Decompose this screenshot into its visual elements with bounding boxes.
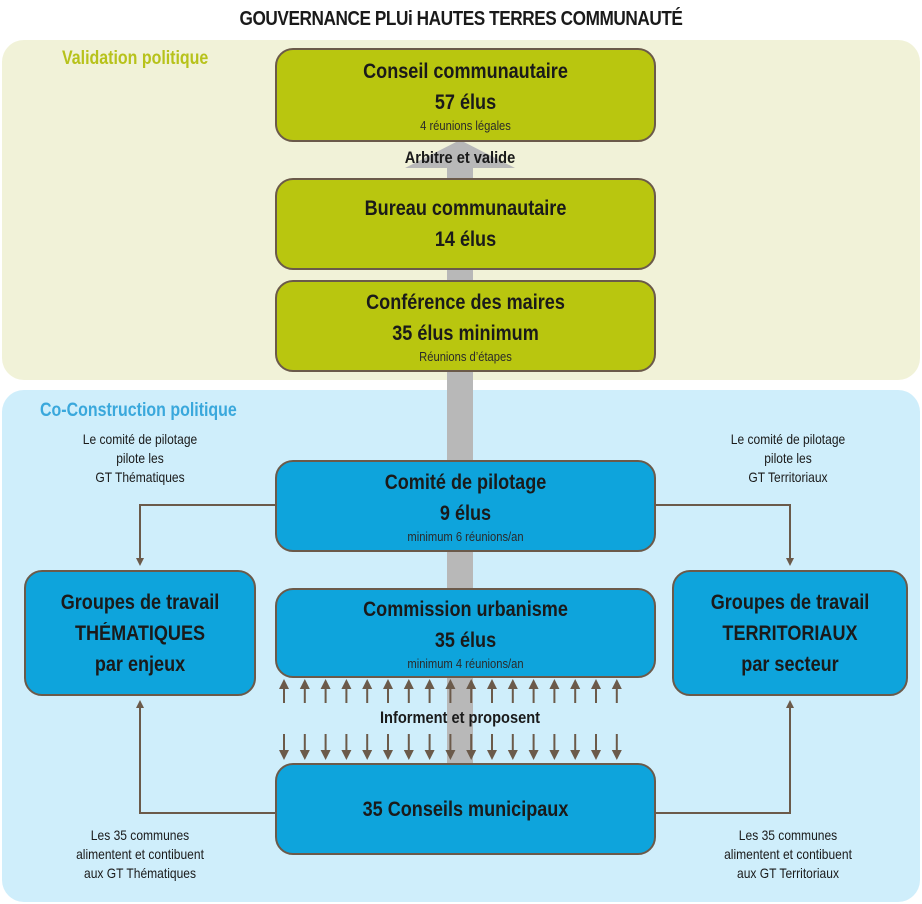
down-arrow-head [528, 750, 539, 760]
up-arrow-head [549, 679, 560, 689]
arrow-municipaux-to-gt-territoriaux [656, 700, 794, 814]
up-arrow-head [424, 679, 435, 689]
up-arrow-head [362, 679, 373, 689]
down-arrow-head [507, 750, 518, 760]
box-conseils-municipaux: 35 Conseils municipaux [275, 763, 656, 855]
note-line: Le comité de pilotage [730, 431, 846, 447]
down-arrow-head [299, 750, 310, 760]
label-informent: Informent et proposent [379, 708, 541, 727]
down-arrow-head [611, 750, 622, 760]
conference-count: 35 élus minimum [392, 322, 539, 345]
down-arrow-head [466, 750, 477, 760]
box-conseil-communautaire: Conseil communautaire 57 élus 4 réunions… [275, 48, 656, 142]
up-arrow-head [528, 679, 539, 689]
note-alimentent-territoriaux: Les 35 communes alimentent et contibuent… [711, 826, 866, 883]
gt-thematiques-line1: Groupes de travail [60, 590, 220, 614]
copil-count: 9 élus [439, 502, 492, 525]
box-commission-urbanisme: Commission urbanisme 35 élus minimum 4 r… [275, 588, 656, 678]
copil-title: Comité de pilotage [384, 471, 547, 494]
note-line: Le comité de pilotage [82, 431, 198, 447]
box-gt-territoriaux: Groupes de travail TERRITORIAUX par sect… [672, 570, 908, 696]
arrow-row-up [279, 679, 622, 703]
section-coconstruction-label: Co-Construction politique [40, 400, 237, 421]
page-title: GOUVERNANCE PLUi HAUTES TERRES COMMUNAUT… [239, 8, 683, 30]
note-line: pilote les [116, 450, 164, 466]
up-arrow-head [320, 679, 331, 689]
commission-title: Commission urbanisme [363, 598, 568, 621]
down-arrow-head [279, 750, 289, 760]
down-arrow-head [320, 750, 331, 760]
bureau-count: 14 élus [434, 228, 497, 251]
up-arrow-head [403, 679, 414, 689]
gt-territoriaux-line3: par secteur [741, 652, 839, 676]
down-arrow-head [424, 750, 435, 760]
up-arrow-head [341, 679, 352, 689]
up-arrow-head [570, 679, 581, 689]
note-line: GT Territoriaux [748, 469, 828, 485]
conference-meetings: Réunions d’étapes [419, 349, 512, 364]
municipaux-title: 35 Conseils municipaux [362, 797, 569, 821]
down-arrow-head [383, 750, 393, 760]
section-validation-label: Validation politique [62, 48, 209, 69]
arrow-municipaux-to-gt-thematiques [136, 700, 276, 814]
up-arrow-head [299, 679, 310, 689]
note-line: alimentent et contibuent [724, 846, 852, 862]
up-arrow-head [279, 679, 289, 689]
commission-count: 35 élus [434, 629, 497, 652]
gt-thematiques-line2: THÉMATIQUES [74, 621, 206, 645]
central-axis-arrowhead [405, 140, 515, 168]
note-line: aux GT Thématiques [84, 865, 196, 881]
note-alimentent-thematiques: Les 35 communes alimentent et contibuent… [63, 826, 218, 883]
box-comite-pilotage: Comité de pilotage 9 élus minimum 6 réun… [275, 460, 656, 552]
up-arrow-head [445, 679, 456, 689]
note-pilote-thematiques: Le comité de pilotage pilote les GT Thém… [63, 430, 218, 487]
up-arrow-head [487, 679, 497, 689]
commission-meetings: minimum 4 réunions/an [407, 656, 524, 671]
down-arrow-head [591, 750, 601, 760]
up-arrow-head [591, 679, 601, 689]
note-line: Les 35 communes [90, 827, 190, 843]
note-pilote-territoriaux: Le comité de pilotage pilote les GT Terr… [711, 430, 866, 487]
conference-title: Conférence des maires [366, 291, 565, 314]
box-conference-maires: Conférence des maires 35 élus minimum Ré… [275, 280, 656, 372]
copil-meetings: minimum 6 réunions/an [407, 529, 524, 544]
gt-territoriaux-line2: TERRITORIAUX [722, 621, 858, 645]
box-gt-thematiques: Groupes de travail THÉMATIQUES par enjeu… [24, 570, 256, 696]
gt-thematiques-line3: par enjeux [94, 652, 186, 676]
up-arrow-head [466, 679, 477, 689]
arrow-row-down [279, 734, 622, 760]
note-line: alimentent et contibuent [76, 846, 204, 862]
up-arrow-head [611, 679, 622, 689]
down-arrow-head [570, 750, 581, 760]
down-arrow-head [549, 750, 560, 760]
note-line: GT Thématiques [95, 469, 185, 485]
box-bureau-communautaire: Bureau communautaire 14 élus [275, 178, 656, 270]
conseil-meetings: 4 réunions légales [420, 118, 511, 133]
note-line: pilote les [764, 450, 812, 466]
gt-territoriaux-line1: Groupes de travail [710, 590, 870, 614]
conseil-title: Conseil communautaire [363, 60, 568, 83]
conseil-count: 57 élus [434, 91, 497, 114]
note-line: Les 35 communes [738, 827, 838, 843]
down-arrow-head [445, 750, 456, 760]
arrow-copil-to-gt-thematiques [136, 504, 276, 566]
label-arbitre: Arbitre et valide [404, 148, 516, 167]
up-arrow-head [507, 679, 518, 689]
down-arrow-head [362, 750, 373, 760]
arrow-copil-to-gt-territoriaux [656, 504, 794, 566]
up-arrow-head [383, 679, 393, 689]
down-arrow-head [487, 750, 497, 760]
bureau-title: Bureau communautaire [364, 197, 567, 220]
down-arrow-head [403, 750, 414, 760]
down-arrow-head [341, 750, 352, 760]
note-line: aux GT Territoriaux [737, 865, 839, 881]
